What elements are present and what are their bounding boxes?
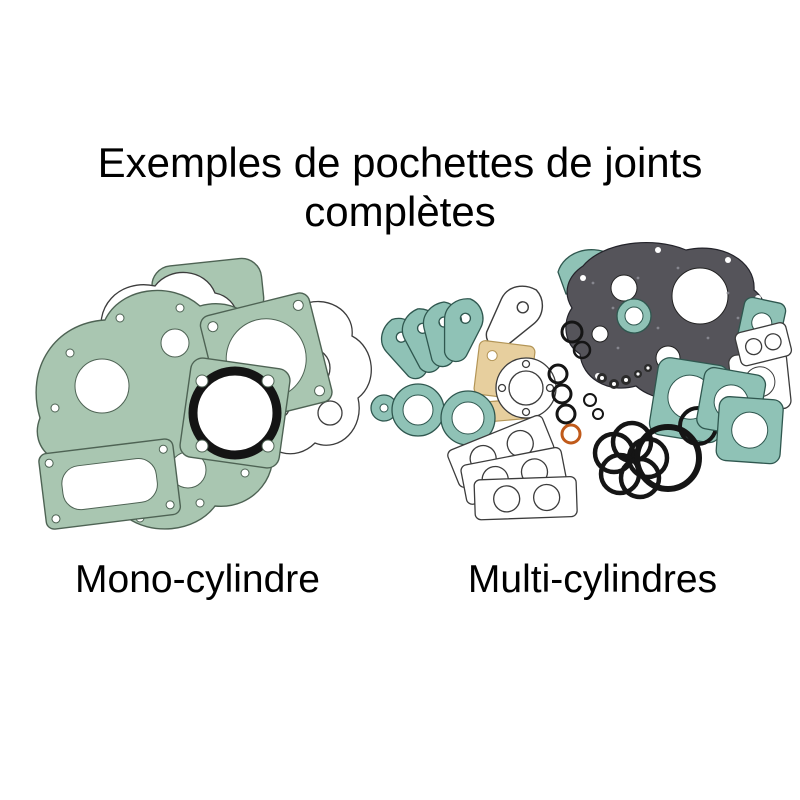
- teal-shield-gasket-fan: [373, 293, 489, 387]
- white-base-gasket-fan: [447, 414, 578, 521]
- multi-cylinder-gaskets-drawing: [370, 241, 793, 521]
- page-title: Exemples de pochettes de joints complète…: [0, 138, 800, 236]
- page-title-line-2: complètes: [304, 188, 496, 236]
- caption-multi-cylindres: Multi-cylindres: [467, 558, 718, 601]
- head-gasket: [179, 357, 291, 469]
- washers: [597, 364, 652, 389]
- white-round-gasket: [495, 357, 557, 419]
- o-ring-small: [572, 340, 592, 360]
- page-title-line-1: Exemples de pochettes de joints: [97, 139, 703, 186]
- multi-cylinder-kit-image: [368, 238, 793, 538]
- o-ring-cluster: [592, 420, 670, 500]
- mono-cylinder-gaskets-drawing: [35, 257, 372, 530]
- teal-round-gasket-small: [616, 298, 652, 334]
- o-ring-column: [547, 363, 604, 425]
- rectangular-gasket: [38, 438, 182, 530]
- teal-square-gasket-stack: [696, 366, 784, 465]
- mono-cylinder-kit-image: [10, 248, 385, 553]
- copper-o-ring: [560, 423, 582, 445]
- teal-round-gaskets-left: [370, 383, 496, 446]
- white-gasket-top-right: [734, 322, 793, 367]
- o-ring-small: [560, 320, 584, 344]
- o-ring-large: [634, 424, 702, 492]
- caption-mono-cylindre: Mono-cylindre: [75, 558, 320, 601]
